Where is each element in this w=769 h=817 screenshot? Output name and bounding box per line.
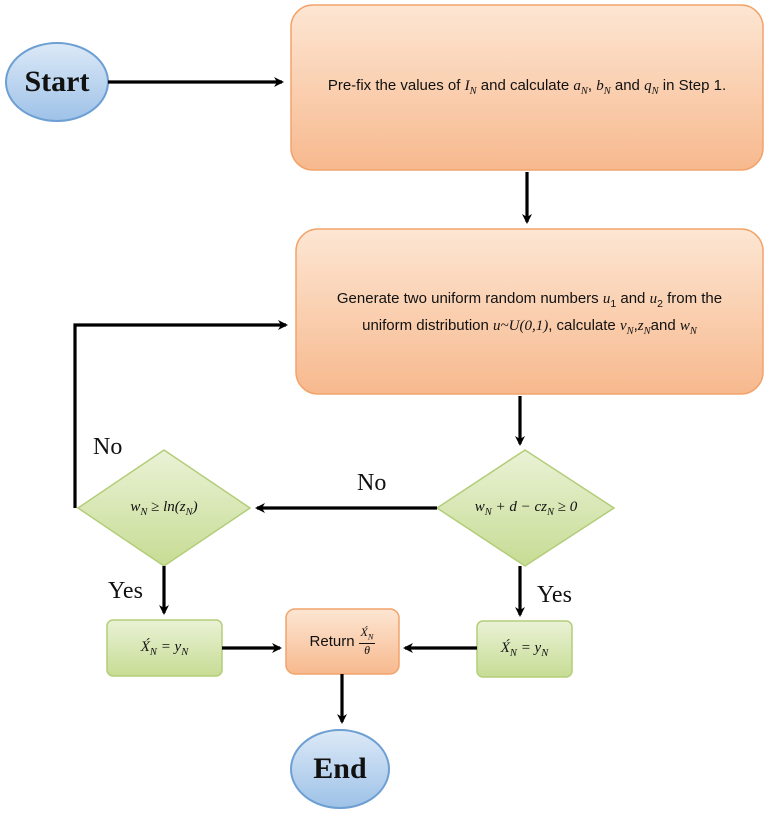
end-oval bbox=[290, 729, 390, 809]
return-text: Return X́N θ bbox=[286, 609, 399, 674]
end-label: End bbox=[313, 752, 367, 785]
condition-right-diamond bbox=[435, 449, 616, 567]
generate-text: Generate two uniform random numbers u1 a… bbox=[336, 290, 723, 337]
step1-text: Pre-fix the values of IN and calculate a… bbox=[327, 76, 727, 97]
return-fraction: X́N θ bbox=[358, 624, 376, 658]
arrow-loop-back bbox=[73, 320, 288, 508]
label-no-mid: No bbox=[357, 470, 387, 496]
condition-left-text: wN ≥ ln(zN) bbox=[130, 498, 198, 518]
step1-box bbox=[290, 4, 764, 171]
label-no-left: No bbox=[93, 434, 123, 460]
assign-left-text: X́N = yN bbox=[140, 638, 189, 658]
label-yes-right: Yes bbox=[537, 582, 572, 608]
generate-box bbox=[295, 228, 764, 395]
condition-right-text: wN + d − czN ≥ 0 bbox=[474, 498, 578, 518]
start-label: Start bbox=[24, 65, 90, 98]
return-label: Return bbox=[309, 633, 355, 650]
assign-right-text: X́N = yN bbox=[500, 639, 549, 659]
label-yes-left: Yes bbox=[108, 578, 143, 604]
